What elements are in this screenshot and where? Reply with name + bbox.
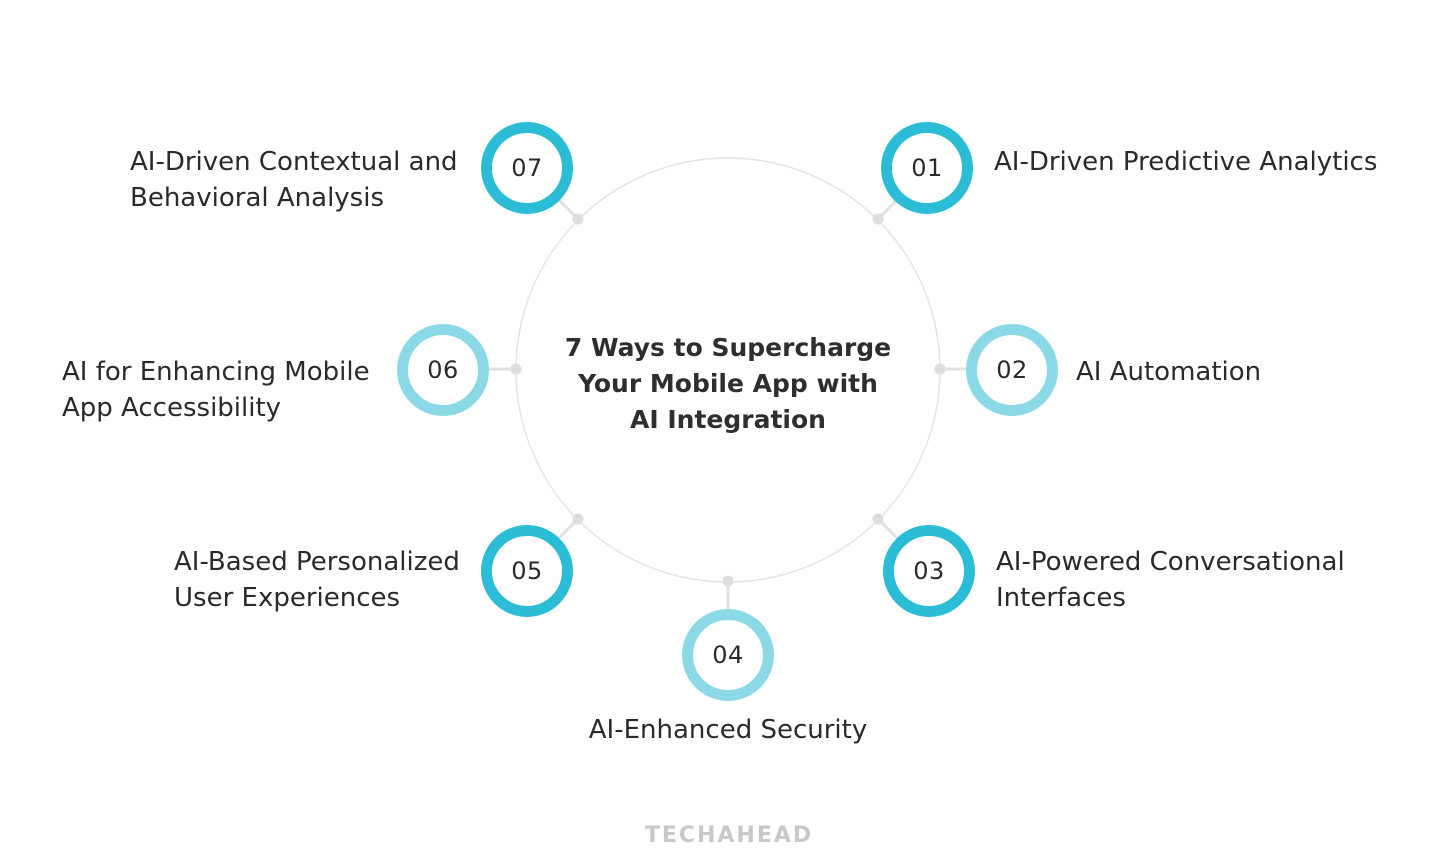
item-07-label: AI-Driven Contextual and Behavioral Anal…: [130, 144, 458, 216]
center-title: 7 Ways to Supercharge Your Mobile App wi…: [548, 330, 908, 438]
node-05-number: 05: [511, 557, 543, 585]
node-02-ring: 02: [966, 324, 1058, 416]
dot-02: [934, 363, 946, 375]
node-05-ring: 05: [481, 525, 573, 617]
item-07-line-2: Behavioral Analysis: [130, 183, 384, 213]
node-03-ring: 03: [883, 525, 975, 617]
item-01-label: AI-Driven Predictive Analytics: [994, 144, 1377, 180]
item-04-line-1: AI-Enhanced Security: [588, 715, 868, 745]
dot-03: [872, 513, 884, 525]
title-line-3: AI Integration: [630, 405, 826, 434]
dot-05: [572, 513, 584, 525]
item-03-label: AI-Powered Conversational Interfaces: [996, 544, 1345, 616]
item-05-line-2: User Experiences: [174, 583, 401, 613]
node-07-number: 07: [511, 154, 543, 182]
item-06-line-2: App Accessibility: [62, 393, 282, 423]
dot-07: [572, 213, 584, 225]
node-04-ring: 04: [682, 609, 774, 701]
node-01-ring: 01: [881, 122, 973, 214]
node-06-ring: 06: [397, 324, 489, 416]
item-05-label: AI-Based Personalized User Experiences: [174, 544, 460, 616]
techahead-logo: TECHAHEAD: [644, 823, 814, 848]
item-01-line-1: AI-Driven Predictive Analytics: [994, 147, 1378, 177]
item-02-line-1: AI Automation: [1076, 357, 1262, 387]
node-02-number: 02: [996, 356, 1028, 384]
item-03-line-2: Interfaces: [996, 583, 1126, 613]
item-06-label: AI for Enhancing Mobile App Accessibilit…: [62, 354, 370, 426]
node-03-number: 03: [913, 557, 945, 585]
item-07-line-1: AI-Driven Contextual and: [130, 147, 458, 177]
node-06-number: 06: [427, 356, 459, 384]
item-05-line-1: AI-Based Personalized: [174, 547, 460, 577]
node-07-ring: 07: [481, 122, 573, 214]
dot-01: [872, 213, 884, 225]
item-03-line-1: AI-Powered Conversational: [996, 547, 1345, 577]
title-line-2: Your Mobile App with: [578, 369, 878, 398]
dot-06: [510, 363, 522, 375]
item-06-line-1: AI for Enhancing Mobile: [62, 357, 370, 387]
item-04-label: AI-Enhanced Security: [528, 712, 928, 748]
node-01-number: 01: [911, 154, 943, 182]
title-line-1: 7 Ways to Supercharge: [564, 333, 892, 362]
item-02-label: AI Automation: [1076, 354, 1261, 390]
dot-04: [722, 575, 734, 587]
node-04-number: 04: [712, 641, 744, 669]
